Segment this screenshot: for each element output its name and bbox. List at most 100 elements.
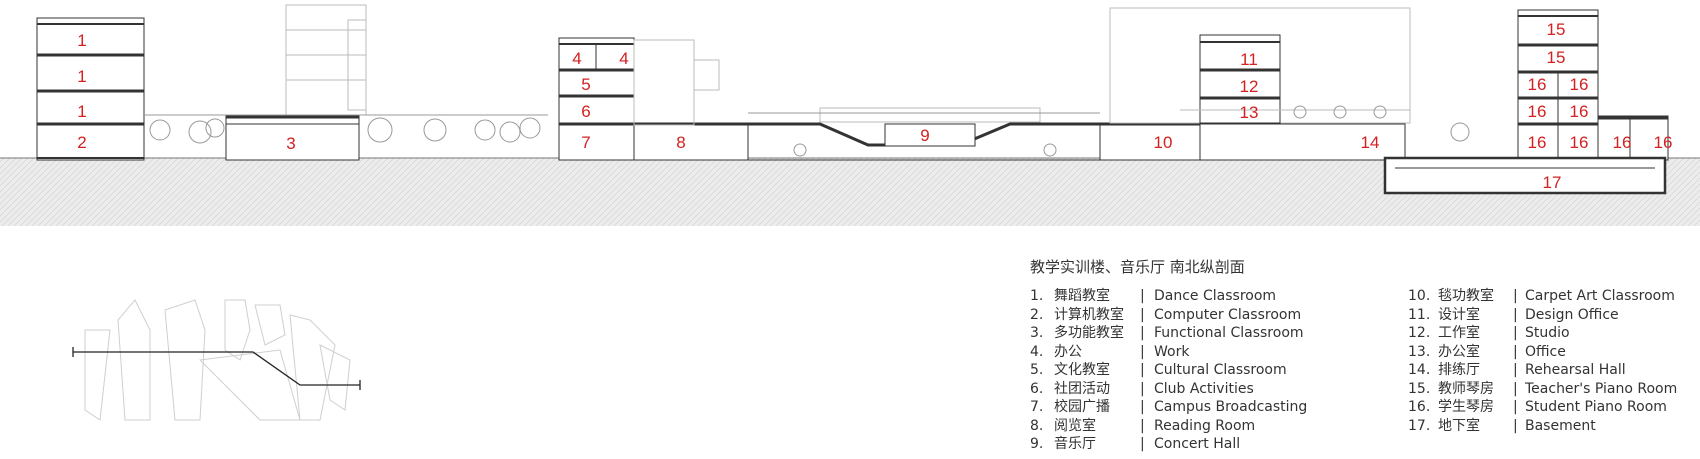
room-label: 12 xyxy=(1240,77,1259,96)
legend-item-number: 1. xyxy=(1030,288,1044,304)
legend-separator: | xyxy=(1513,343,1518,360)
legend-separator: | xyxy=(1513,380,1518,397)
legend-item-number: 15. xyxy=(1408,380,1431,397)
legend-item-english: Student Piano Room xyxy=(1525,399,1667,415)
legend-item-chinese: 地下室 xyxy=(1438,417,1480,434)
room-label: 7 xyxy=(581,133,590,152)
room-label: 15 xyxy=(1547,48,1566,67)
legend-title: 教学实训楼、音乐厅 南北纵剖面 xyxy=(1030,258,1245,276)
room-label: 3 xyxy=(286,134,295,153)
legend-item-chinese: 社团活动 xyxy=(1054,380,1110,397)
room-label: 4 xyxy=(572,49,581,68)
room-label: 17 xyxy=(1543,173,1562,192)
room-label: 1 xyxy=(77,67,86,86)
legend-item-english: Design Office xyxy=(1525,306,1619,323)
legend-item-chinese: 舞蹈教室 xyxy=(1054,288,1110,304)
legend-item-english: Concert Hall xyxy=(1154,436,1241,452)
legend-item-chinese: 校园广播 xyxy=(1054,399,1110,415)
legend-item-english: Rehearsal Hall xyxy=(1525,362,1626,378)
legend-item-number: 12. xyxy=(1408,325,1431,341)
legend-item-number: 9. xyxy=(1030,436,1044,452)
legend-separator: | xyxy=(1513,325,1518,341)
key-plan xyxy=(72,299,361,421)
room-label: 2 xyxy=(77,133,86,152)
legend-item-english: Office xyxy=(1525,343,1566,360)
concert-hall xyxy=(748,107,1100,161)
room-label: 16 xyxy=(1570,102,1589,121)
room-label: 1 xyxy=(77,31,86,50)
room-label: 11 xyxy=(1240,50,1258,69)
legend-item-english: Campus Broadcasting xyxy=(1154,399,1308,415)
room-label: 10 xyxy=(1154,133,1173,152)
building-cultural xyxy=(558,37,749,161)
legend-separator: | xyxy=(1513,306,1518,323)
room-label: 1 xyxy=(77,102,86,121)
building-rehearsal xyxy=(1109,7,1411,161)
room-label: 4 xyxy=(619,49,628,68)
legend-separator: | xyxy=(1140,325,1145,341)
legend-item-english: Teacher's Piano Room xyxy=(1525,380,1678,397)
legend-separator: | xyxy=(1513,362,1518,378)
legend-item-chinese: 文化教室 xyxy=(1054,362,1110,378)
legend-item-chinese: 毯功教室 xyxy=(1438,288,1494,304)
room-label: 16 xyxy=(1528,133,1547,152)
legend-item-english: Studio xyxy=(1525,325,1570,341)
legend-item-number: 8. xyxy=(1030,417,1044,434)
legend-separator: | xyxy=(1513,417,1518,434)
legend-item-english: Dance Classroom xyxy=(1154,288,1277,304)
legend-item-english: Basement xyxy=(1525,417,1596,434)
legend-separator: | xyxy=(1140,436,1145,452)
legend-item-chinese: 办公 xyxy=(1054,343,1082,360)
legend-item-chinese: 音乐厅 xyxy=(1054,436,1096,452)
legend-item-chinese: 计算机教室 xyxy=(1054,306,1124,323)
legend-item-english: Club Activities xyxy=(1154,380,1254,397)
room-label: 5 xyxy=(581,75,590,94)
legend-item-number: 7. xyxy=(1030,399,1044,415)
legend-item-number: 13. xyxy=(1408,343,1431,360)
legend-item-chinese: 阅览室 xyxy=(1054,417,1096,434)
legend-item-english: Cultural Classroom xyxy=(1154,362,1287,378)
legend-item-number: 2. xyxy=(1030,306,1044,323)
legend-separator: | xyxy=(1513,399,1518,415)
legend-item-number: 16. xyxy=(1408,399,1431,415)
room-labels: 1 1 1 2 3 4 4 5 6 7 8 9 10 11 12 13 14 1… xyxy=(77,20,1672,192)
legend-item-number: 3. xyxy=(1030,325,1044,341)
legend-item-chinese: 办公室 xyxy=(1438,343,1480,360)
building-piano xyxy=(1517,9,1669,161)
basement xyxy=(1383,156,1667,195)
legend-item-chinese: 设计室 xyxy=(1438,306,1480,323)
legend-separator: | xyxy=(1140,343,1145,360)
room-label: 14 xyxy=(1361,133,1380,152)
room-label: 6 xyxy=(581,102,590,121)
legend-item-chinese: 教师琴房 xyxy=(1438,380,1494,397)
legend-item-number: 11. xyxy=(1408,306,1431,323)
room-label: 13 xyxy=(1240,103,1259,122)
legend-item-number: 5. xyxy=(1030,362,1044,378)
legend-item-number: 10. xyxy=(1408,288,1431,304)
legend-item-english: Functional Classroom xyxy=(1154,325,1304,341)
legend-separator: | xyxy=(1140,399,1145,415)
room-label: 16 xyxy=(1613,133,1632,152)
legend-item-number: 14. xyxy=(1408,362,1431,378)
trees xyxy=(149,105,1470,157)
background-tower xyxy=(285,4,367,116)
room-label: 16 xyxy=(1570,75,1589,94)
room-label: 8 xyxy=(676,133,685,152)
legend-item-chinese: 排练厅 xyxy=(1438,362,1480,378)
legend-item-chinese: 学生琴房 xyxy=(1438,399,1494,415)
room-label: 16 xyxy=(1570,133,1589,152)
building-carpet xyxy=(1099,122,1201,161)
room-label: 16 xyxy=(1654,133,1673,152)
building-dance xyxy=(36,17,145,161)
legend-item-english: Computer Classroom xyxy=(1154,306,1302,323)
room-label: 15 xyxy=(1547,20,1566,39)
legend-item-number: 17. xyxy=(1408,417,1431,434)
legend-item-english: Work xyxy=(1154,343,1190,360)
legend-item-number: 6. xyxy=(1030,380,1044,397)
legend-separator: | xyxy=(1140,306,1145,323)
legend-item-english: Carpet Art Classroom xyxy=(1525,288,1675,304)
legend-separator: | xyxy=(1140,288,1145,304)
legend-item-english: Reading Room xyxy=(1154,417,1256,434)
legend-separator: | xyxy=(1140,417,1145,434)
